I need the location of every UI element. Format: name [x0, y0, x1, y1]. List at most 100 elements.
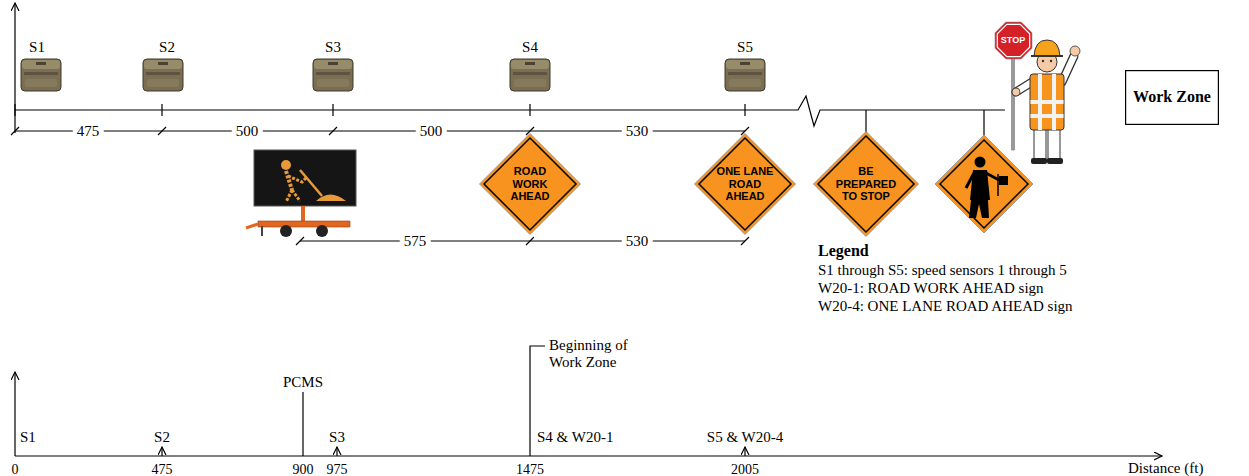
node-text-group: ONE LANE ROAD AHEAD	[714, 165, 776, 203]
flagger-hand	[1012, 88, 1020, 96]
stop-face	[995, 22, 1032, 59]
legend-row: W20-1: ROAD WORK AHEAD sign	[818, 279, 1044, 297]
safety-vest	[1030, 74, 1064, 130]
axis-callout: S5 & W20-4	[707, 429, 783, 445]
legend-row: W20-4: ONE LANE ROAD AHEAD sign	[818, 297, 1073, 315]
flagger-eye	[1042, 60, 1044, 62]
legend-title: Legend	[818, 242, 869, 259]
sensor-name: S4	[522, 39, 538, 55]
label-holder: S2	[159, 38, 175, 56]
legend-row: S1 through S5: speed sensors 1 through 5	[818, 261, 1067, 279]
label-holder: S4 & W20-1	[537, 428, 613, 446]
speed-sensor	[313, 59, 353, 91]
dimension: 575	[400, 233, 431, 249]
led-worker-arms	[288, 176, 306, 182]
label-holder: 900	[293, 460, 314, 476]
axis-callout: S2	[154, 429, 170, 445]
axis-callout: Beginning of Work Zone	[549, 337, 649, 372]
axis-number: 975	[327, 462, 348, 476]
node-text-group: ROAD WORK AHEAD	[499, 165, 561, 203]
sign-border	[940, 140, 1028, 228]
label-holder: S1	[29, 38, 45, 56]
axis-number: 475	[152, 462, 173, 476]
label-holder: 530	[622, 232, 653, 250]
node-text-group: BE PREPARED TO STOP	[833, 165, 899, 203]
hard-hat-brim	[1031, 55, 1063, 57]
legend-text: W20-4: ONE LANE ROAD AHEAD sign	[818, 298, 1073, 314]
warning-sign: BE PREPARED TO STOP	[813, 131, 919, 237]
road-line	[15, 96, 1005, 126]
axis-number: 0	[12, 462, 19, 476]
sign-face	[814, 132, 919, 237]
axis-callout: S3	[329, 429, 345, 445]
trailer-frame	[258, 221, 350, 227]
stop-paddle-pole	[1012, 58, 1015, 150]
label-holder: S3	[325, 38, 341, 56]
sign-face	[480, 134, 581, 235]
flagger-silhouette-arms	[966, 173, 999, 188]
led-shovel	[300, 170, 322, 196]
led-worker-head	[281, 160, 291, 170]
dimension-line	[300, 240, 745, 241]
node-text: STOP	[1001, 35, 1025, 45]
axis-number: 2005	[731, 462, 759, 476]
vest-stripe	[1031, 114, 1064, 118]
label-holder: Legend	[818, 242, 869, 260]
dimension: 530	[622, 233, 653, 249]
vertical-axis	[14, 372, 15, 456]
flagger-shoe	[1031, 158, 1047, 164]
led-worker-body	[286, 171, 292, 190]
axis-callout: S4 & W20-1	[537, 429, 613, 445]
label-holder: S2	[154, 428, 170, 446]
flagger-silhouette-head	[975, 157, 986, 168]
led-worker-legs	[286, 190, 300, 202]
axis-number: 1475	[516, 462, 544, 476]
label-holder: Beginning of Work Zone	[549, 337, 649, 372]
label-holder: PCMS	[283, 373, 323, 391]
label-holder: 500	[416, 122, 447, 140]
work-zone-box: Work Zone	[1125, 70, 1219, 125]
trailer-hitch	[246, 224, 258, 228]
warning-sign: ROAD WORK AHEAD	[479, 133, 581, 235]
hard-hat	[1034, 40, 1060, 56]
axis-callout: PCMS	[283, 374, 323, 390]
sensor-ticks	[15, 104, 745, 116]
led-dirt-pile	[316, 195, 346, 202]
label-holder: S3	[329, 428, 345, 446]
sign-post-ticks	[866, 110, 984, 135]
label-holder: 975	[327, 460, 348, 476]
flagger-leg	[1034, 128, 1046, 160]
flag	[999, 176, 1008, 185]
trailer-wheel	[280, 225, 292, 237]
message-board	[254, 150, 356, 206]
node-text: ONE LANE ROAD AHEAD	[714, 165, 776, 203]
label-holder: S5 & W20-4	[707, 428, 783, 446]
node-text: Work Zone	[1133, 88, 1211, 106]
flagger-leg	[1048, 128, 1060, 160]
label-holder: 475	[152, 460, 173, 476]
sensor-name: S5	[737, 39, 753, 55]
label-holder: S5	[737, 38, 753, 56]
label-holder: 530	[622, 122, 653, 140]
sensor-name: S2	[159, 39, 175, 55]
node-text: ROAD WORK AHEAD	[499, 165, 561, 203]
flag-staff	[997, 174, 999, 196]
sign-border	[699, 138, 791, 230]
trailer-wheel	[316, 225, 328, 237]
stop-border	[997, 24, 1029, 56]
label-holder: 475	[73, 122, 104, 140]
flagger-sign	[935, 135, 1033, 233]
speed-sensor	[21, 59, 61, 91]
flagger-shoe	[1047, 158, 1063, 164]
pcms-leader	[302, 392, 303, 456]
node-text: BE PREPARED TO STOP	[833, 165, 899, 203]
vest-stripe	[1031, 100, 1064, 104]
dimension: 530	[622, 123, 653, 139]
label-holder: 500	[232, 122, 263, 140]
dimension-ticks	[296, 237, 749, 245]
label-holder: Distance (ft)	[1128, 459, 1203, 476]
label-holder: 575	[400, 232, 431, 250]
dimension: 500	[232, 123, 263, 139]
sign-border	[484, 138, 576, 230]
